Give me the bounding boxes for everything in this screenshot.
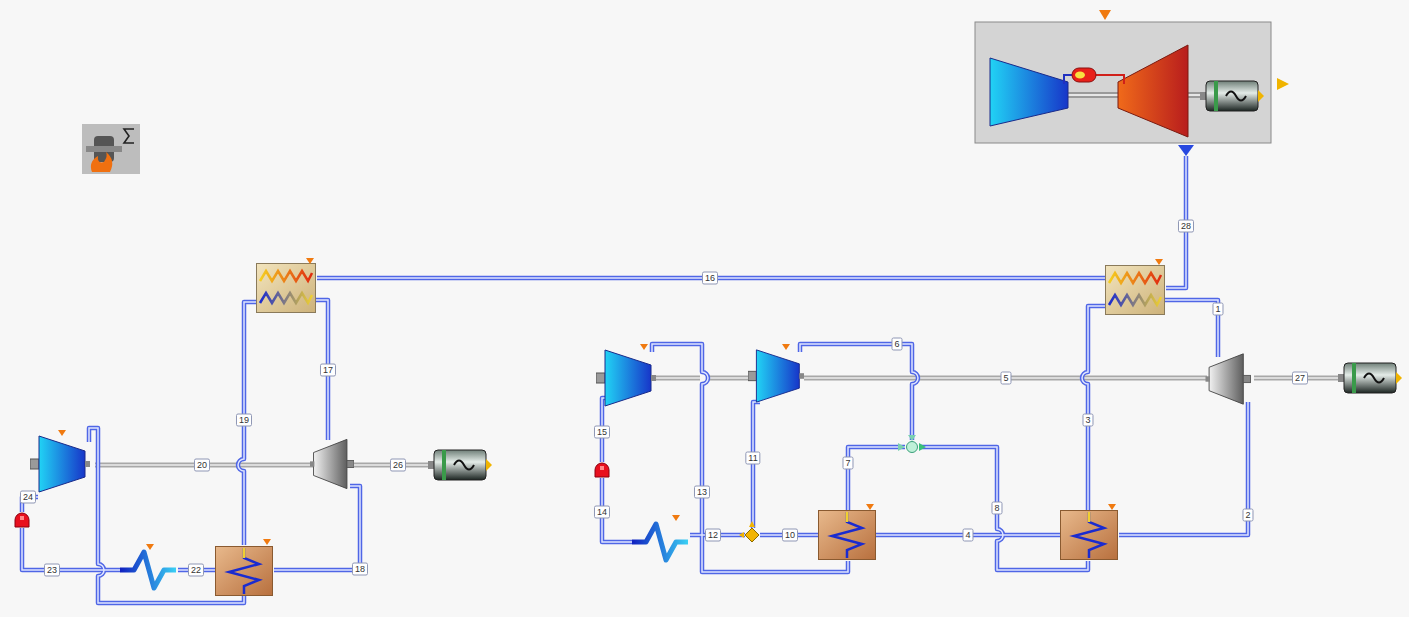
heat-exchanger [257,264,316,313]
gt-generator [1200,81,1264,111]
cooler [120,552,176,588]
pipe [848,447,905,510]
port-marker [640,344,648,350]
compressor [30,436,90,492]
cooler [632,524,688,560]
port-marker [146,544,154,550]
heat-exchanger [1106,266,1165,315]
port-marker [306,258,314,264]
fuel-inlet-marker [1099,10,1111,20]
stream-number: 23 [44,564,60,577]
stream-number: 19 [236,414,252,427]
pipe-core [22,156,1248,603]
mixer-arrow [908,435,916,441]
shaft-core [95,378,1342,465]
gt-gas-line [1094,75,1124,84]
stream-number: 20 [194,459,210,472]
pump [595,463,609,477]
exhaust-outlet-marker [1178,145,1194,156]
summary-icon [82,124,140,174]
pipe [1082,306,1105,510]
gas-turbine-package [975,10,1289,156]
pipe [22,528,120,570]
stream-number: 6 [891,338,902,351]
stream-number: 18 [352,563,368,576]
package-frame [975,22,1271,143]
pump [15,513,29,527]
generator [428,450,492,480]
splitter-arrow [749,521,755,527]
stream-number: 14 [594,506,610,519]
pipe [753,402,760,528]
port-marker [782,344,790,350]
stream-number: 24 [20,491,36,504]
stream-number: 2 [1242,509,1253,522]
gt-air-line [1064,75,1072,84]
splitter-body [745,528,759,542]
icon-ground [82,124,140,174]
gt-compressor [990,58,1068,126]
splitter-arrow [739,532,744,538]
stream-number: 15 [594,426,610,439]
stream-number: 10 [782,529,798,542]
port-marker [58,430,66,436]
port-marker [1108,504,1116,510]
stream-number: 27 [1292,372,1308,385]
port-marker [672,515,680,521]
recuperator [819,511,876,560]
pipe [800,344,918,440]
mixer [898,435,926,453]
stream-number: 4 [962,529,973,542]
stream-number: 8 [991,502,1002,515]
icon-shaft [86,146,122,152]
icon-flame [91,152,112,172]
pipe [1165,300,1218,357]
port-marker [1155,259,1163,265]
stream-number: 16 [702,272,718,285]
compressor [748,350,804,402]
port-marker [263,539,271,545]
stream-number: 5 [1000,372,1011,385]
recuperator [1061,511,1118,560]
pipe [274,486,360,570]
turbine [1206,354,1251,404]
icon-sum-sign [124,129,134,143]
splitter [739,521,759,542]
gt-combustor [1072,68,1096,82]
power-outlet-marker [1277,78,1289,90]
recuperator [216,547,273,596]
shafts [95,378,1342,465]
stream-number: 17 [320,364,336,377]
stream-number: 26 [390,459,406,472]
stream-number: 3 [1082,414,1093,427]
stream-number: 11 [745,452,760,465]
port-marker [866,504,874,510]
mixer-arrow [898,443,905,451]
mixer-body [907,442,918,453]
mixer-arrow [919,443,926,451]
pipe [1119,402,1248,535]
stream-number: 22 [188,564,204,577]
stream-number: 13 [694,486,710,499]
gt-flame [1075,72,1085,79]
stream-number: 7 [842,457,853,470]
stream-number: 12 [705,529,721,542]
compressor [596,350,656,406]
turbine [310,439,354,488]
gt-turbine [1118,45,1188,137]
generator [1338,363,1402,393]
pipes [22,156,1248,603]
stream-number: 1 [1212,303,1223,316]
stream-number: 28 [1178,220,1194,233]
